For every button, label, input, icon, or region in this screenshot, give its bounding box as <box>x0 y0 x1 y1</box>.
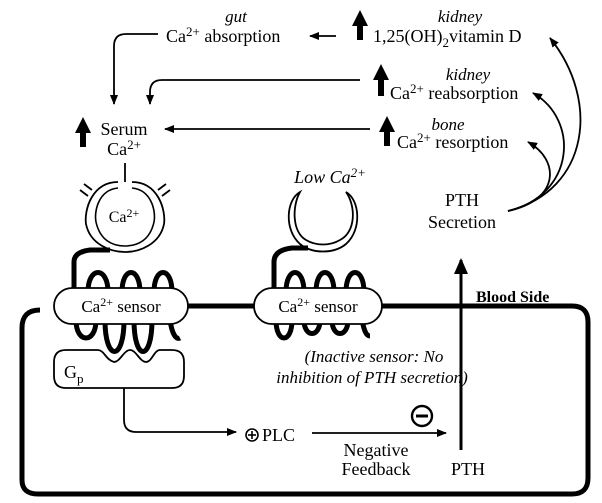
plc-text: PLC <box>262 425 295 445</box>
serum-ca-text: Ca2+ <box>107 137 141 159</box>
gp-label: Gp <box>64 362 84 386</box>
bound-ca-text: Ca2+ <box>109 206 140 226</box>
receptor-stalk-inactive <box>271 245 308 292</box>
bone-resorption-label: bone Ca2+ resorption <box>379 115 508 152</box>
arrow-pth-to-reabsorption <box>507 92 565 212</box>
gp-protein: Gp <box>53 349 185 389</box>
cell-membrane <box>19 303 591 497</box>
arrow-reabsorption-to-serum <box>146 79 360 105</box>
organ-gut: gut <box>225 7 248 26</box>
arrow-gp-to-plc <box>123 388 237 436</box>
organ-kidney-reabs: kidney <box>446 65 491 84</box>
arrow-pth-to-vitd <box>507 37 582 212</box>
inactive-receptor-head <box>287 189 359 253</box>
serum-text: Serum <box>101 119 148 139</box>
receptor-stalk-active <box>71 247 110 292</box>
kidney-reabsorption-label: kidney Ca2+ reabsorption <box>373 64 518 103</box>
active-receptor-head: Ca2+ <box>79 181 171 253</box>
organ-bone: bone <box>431 115 465 134</box>
transmembrane-loops-active <box>73 270 182 354</box>
gut-absorption-text: Ca2+ absorption <box>166 24 280 46</box>
serum-calcium-label: Serum Ca2+ <box>75 117 148 159</box>
inactive-note-line1: (Inactive sensor: No <box>305 347 444 366</box>
pth-label: PTH <box>451 459 485 479</box>
up-arrow-icon <box>373 64 389 96</box>
sensor-inactive: Ca2+ sensor <box>253 287 383 325</box>
up-arrow-icon <box>352 10 368 40</box>
inactive-note-line2: inhibition of PTH secretion) <box>276 368 468 387</box>
pth-secretion-line1: PTH <box>445 190 479 210</box>
feedback-label: Feedback <box>342 459 411 479</box>
blood-side-label: Blood Side <box>476 289 549 306</box>
gut-absorption-label: gut Ca2+ absorption <box>166 7 280 46</box>
sensor-inactive-label: Ca2+ sensor <box>278 295 358 316</box>
sensor-active-label: Ca2+ sensor <box>81 295 161 316</box>
plus-circle-icon <box>245 428 259 442</box>
pth-secretion-line2: Secretion <box>428 212 496 232</box>
arrow-gut-to-serum <box>110 33 158 105</box>
reabsorption-text: Ca2+ reabsorption <box>390 81 518 103</box>
up-arrow-icon <box>75 117 91 147</box>
plc-label: PLC <box>245 425 295 445</box>
vitamin-d-label: kidney 1,25(OH)2vitamin D <box>352 7 522 50</box>
sensor-active: Ca2+ sensor <box>53 287 189 325</box>
minus-circle-icon <box>410 404 434 428</box>
negative-label: Negative <box>344 440 409 460</box>
low-ca-label: Low Ca2+ <box>293 165 366 187</box>
up-arrow-icon <box>379 116 395 146</box>
vitamin-d-text: 1,25(OH)2vitamin D <box>373 26 522 50</box>
organ-kidney-vitd: kidney <box>438 7 483 26</box>
resorption-text: Ca2+ resorption <box>397 130 508 152</box>
arrow-pth-to-resorption <box>507 141 551 212</box>
